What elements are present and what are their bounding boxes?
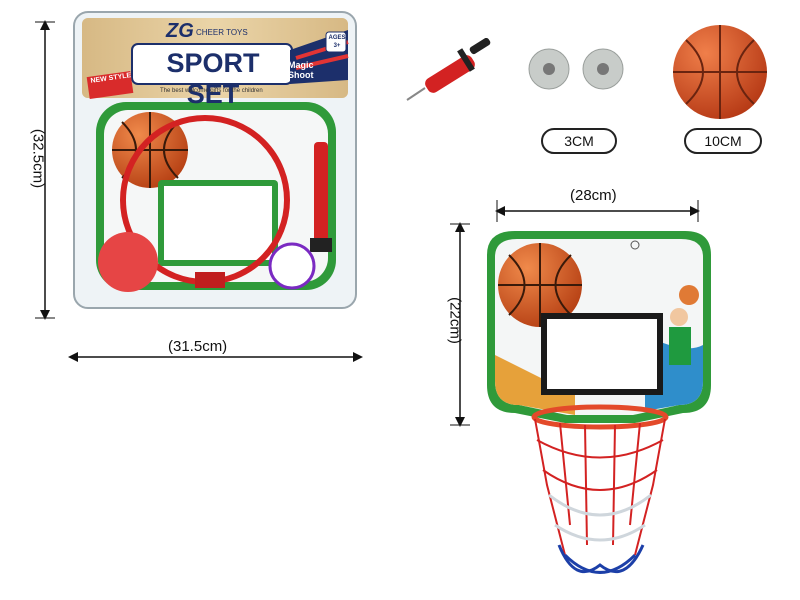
board-height-label: (22cm): [446, 297, 464, 344]
brand-letters: ZG: [166, 20, 194, 42]
package-width-dimension-line: [68, 352, 363, 362]
board-height-dimension-line: [450, 222, 470, 427]
air-pump-icon: [406, 38, 491, 101]
brand-subtitle: CHEER TOYS: [196, 28, 248, 37]
package-photo: ZG CHEER TOYS SPORT SET Magic Shoot AGES…: [70, 10, 360, 310]
package-height-dimension-line: [35, 20, 55, 320]
basketball-icon: [673, 25, 767, 119]
package-width-label: (31.5cm): [164, 338, 232, 355]
board-width-dimension-line: [495, 200, 700, 222]
suction-cups-icon: [528, 48, 624, 90]
package-illustration: [73, 11, 357, 309]
package-title: SPORT SET: [166, 48, 260, 109]
ages-badge: AGES 3+: [328, 35, 346, 49]
package-height-label: (32.5cm): [29, 128, 47, 189]
board-width-label: (28cm): [570, 187, 617, 204]
assembled-backboard: [487, 231, 711, 574]
suction-cup-size-label: 3CM: [541, 128, 617, 154]
package-tagline: The best welcome gifts for the children: [160, 88, 263, 94]
ball-size-label: 10CM: [684, 128, 762, 154]
magic-shoot-label: Magic Shoot: [288, 60, 314, 80]
